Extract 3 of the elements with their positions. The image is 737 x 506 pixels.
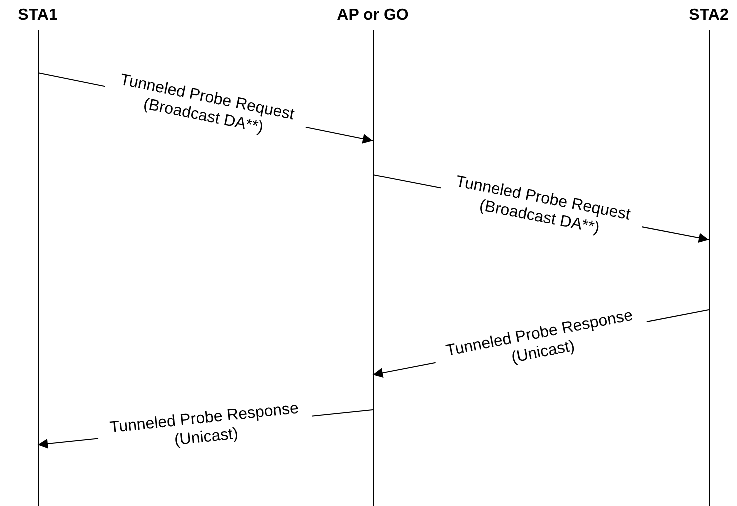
participant-label: AP or GO — [337, 6, 409, 26]
participant-label: STA1 — [18, 6, 58, 26]
participant-label: STA2 — [689, 6, 729, 26]
